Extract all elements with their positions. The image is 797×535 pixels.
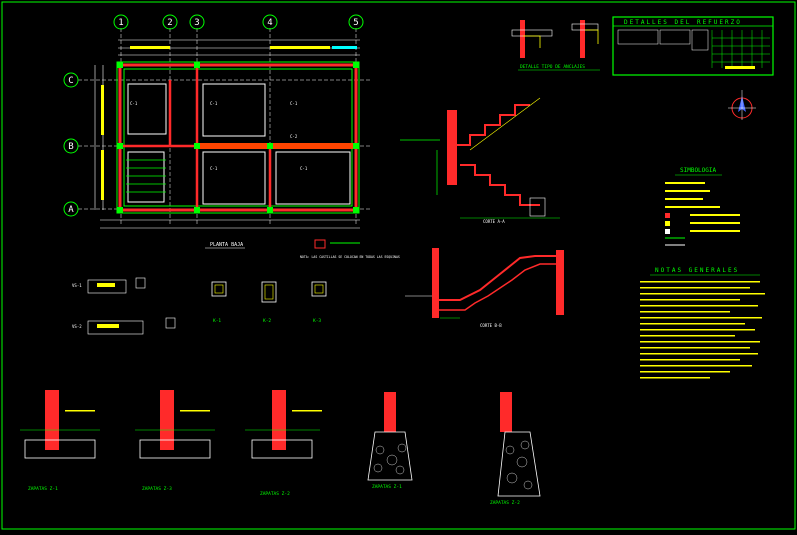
footing-z1-title: ZAPATAS Z-1: [28, 486, 58, 492]
svg-text:C-1: C-1: [210, 101, 218, 106]
footing-z2-title: ZAPATAS Z-2: [260, 491, 290, 497]
footing-stone-z2: ZAPATAS Z-2: [490, 392, 541, 506]
footing-z3: ZAPATAS Z-3: [135, 390, 215, 492]
anchor-detail: DETALLE TIPO DE ANCLAJES: [511, 20, 600, 71]
general-notes-title: NOTAS GENERALES: [655, 267, 739, 274]
floor-plan: C-1C-1C-1 C-1C-1C-2 1 2 3 4 5 C B A PLAN…: [63, 14, 400, 259]
grid-label-4: 4: [267, 18, 272, 28]
grid-label-b: B: [68, 142, 73, 152]
column-label-2: K-2: [263, 318, 271, 324]
grid-label-a: A: [68, 205, 74, 215]
beam-label-2: VS-2: [72, 324, 82, 329]
column-label-3: K-3: [313, 318, 321, 324]
grid-label-c: C: [68, 76, 73, 86]
general-notes: NOTAS GENERALES: [640, 267, 765, 379]
svg-text:C-1: C-1: [130, 101, 138, 106]
beam-label-1: VS-1: [72, 283, 82, 288]
grid-label-5: 5: [353, 18, 358, 28]
reinforcement-table: DETALLES DEL REFUERZO: [612, 16, 774, 76]
footing-z1: ZAPATAS Z-1: [20, 390, 100, 492]
section-b-b: CORTE B-B: [405, 248, 564, 328]
plan-note: NOTA: LAS CASTILLAS SE COLOCAN EN TODAS …: [300, 255, 400, 259]
grid-bubbles-top: [113, 14, 364, 30]
footing-stone-z2-title: ZAPATAS Z-2: [490, 500, 520, 506]
grid-bubbles-side: [63, 72, 79, 217]
symbology-title: SIMBOLOGIA: [680, 167, 717, 174]
symbology: SIMBOLOGIA: [665, 167, 740, 246]
reinforcement-table-title: DETALLES DEL REFUERZO: [624, 19, 742, 26]
column-label-1: K-1: [213, 318, 221, 324]
footing-z2: ZAPATAS Z-2: [245, 390, 322, 497]
grid-label-1: 1: [118, 18, 123, 28]
svg-text:C-2: C-2: [290, 134, 298, 139]
north-arrow-icon: [728, 90, 756, 120]
section-b-b-title: CORTE B-B: [480, 323, 502, 328]
section-a-a-title: CORTE A-A: [483, 219, 505, 224]
section-a-a: CORTE A-A: [400, 97, 560, 224]
svg-text:C-1: C-1: [300, 166, 308, 171]
grid-label-2: 2: [167, 18, 172, 28]
footing-stone-z1: ZAPATAS Z-1: [367, 392, 413, 490]
footing-z3-title: ZAPATAS Z-3: [142, 486, 172, 492]
anchor-detail-title: DETALLE TIPO DE ANCLAJES: [520, 64, 585, 70]
beam-sections: VS-1 VS-2: [72, 277, 176, 335]
svg-text:C-1: C-1: [210, 166, 218, 171]
grid-label-3: 3: [194, 18, 199, 28]
svg-text:C-1: C-1: [290, 101, 298, 106]
plan-title: PLANTA BAJA: [210, 242, 243, 248]
column-sections: K-1 K-2 K-3: [211, 281, 327, 324]
footing-stone-z1-title: ZAPATAS Z-1: [372, 484, 402, 490]
